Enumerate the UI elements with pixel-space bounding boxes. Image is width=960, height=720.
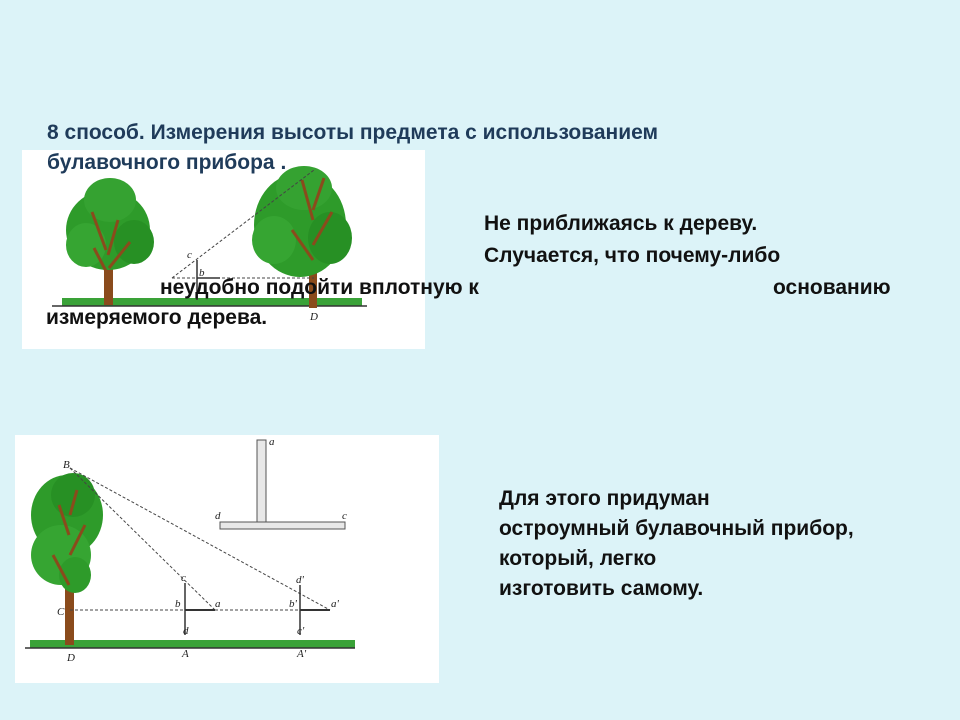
label-d-fig2: d <box>183 625 189 637</box>
paragraph-1-line-3b: основанию <box>773 276 891 299</box>
figure-pin-device: B C D c b a d A d' b' a' c' A' a d c <box>15 435 439 683</box>
label-B: B <box>63 459 70 471</box>
paragraph-2: Для этого придуман остроумный булавочный… <box>499 484 949 604</box>
figure-1-illustration: c b D <box>52 166 367 323</box>
left-tree <box>66 178 154 305</box>
figure-2-illustration: B C D c b a d A d' b' a' c' A' a d c <box>25 436 355 664</box>
label-C: C <box>57 606 65 618</box>
paragraph-2-line-4: изготовить самому. <box>499 577 704 600</box>
measured-tree <box>31 473 103 645</box>
paragraph-1-line-4: измеряемого дерева. <box>46 306 268 329</box>
label-device-a: a <box>269 436 275 448</box>
label-device-d: d <box>215 510 221 522</box>
label-b-fig2: b <box>175 598 181 610</box>
right-tree <box>252 166 352 308</box>
ground-grass <box>62 298 362 306</box>
label-b: b <box>199 267 205 279</box>
paragraph-2-line-2: остроумный булавочный прибор, <box>499 517 854 540</box>
title-line-1: 8 способ. Измерения высоты предмета с ис… <box>47 121 659 144</box>
figure-distance-measurement: c b D <box>22 150 425 349</box>
paragraph-2-line-1: Для этого придуман <box>499 487 710 510</box>
label-a-fig2: a <box>215 598 221 610</box>
label-D: D <box>66 652 75 664</box>
label-d-prime: d' <box>296 574 305 586</box>
label-A-prime: A' <box>296 648 307 660</box>
device-detail-stem <box>256 439 267 526</box>
label-A-fig2: A <box>181 648 189 660</box>
ground-grass-2 <box>30 640 355 648</box>
title-line-2: булавочного прибора . <box>47 151 287 174</box>
label-c-prime: c' <box>297 625 305 637</box>
device-detail-bar <box>219 521 346 530</box>
label-device-c: c <box>342 510 347 522</box>
label-d: D <box>309 311 318 323</box>
label-c: c <box>187 249 192 261</box>
paragraph-1-line-3a: неудобно подойти вплотную к <box>160 276 479 299</box>
label-c-fig2: c <box>181 572 186 584</box>
label-a-prime: a' <box>331 598 340 610</box>
slide-title: 8 способ. Измерения высоты предмета с ис… <box>47 118 847 178</box>
paragraph-1-line-2: Случается, что почему-либо <box>484 244 781 267</box>
paragraph-2-line-3: который, легко <box>499 547 657 570</box>
label-b-prime: b' <box>289 598 298 610</box>
paragraph-1-line-1: Не приближаясь к дереву. <box>484 212 758 235</box>
